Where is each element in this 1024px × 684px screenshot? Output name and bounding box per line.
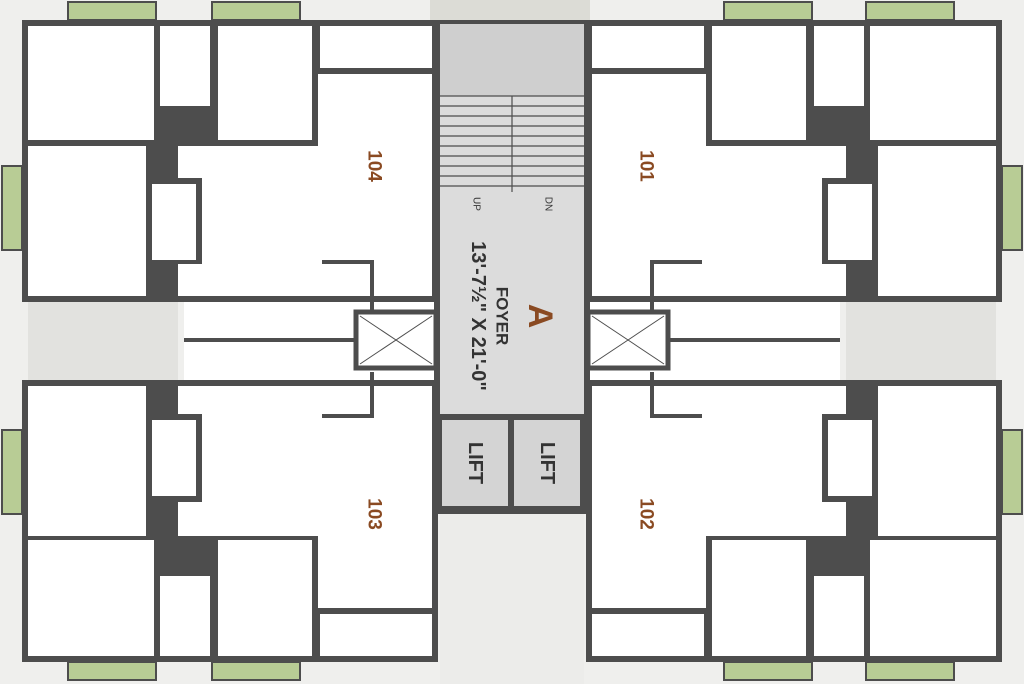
unit-101-bedroom-1 bbox=[870, 26, 996, 140]
unit-104-bedroom-2 bbox=[218, 26, 312, 140]
stair-shaft bbox=[440, 24, 584, 96]
left-duct bbox=[353, 309, 439, 371]
left-mid-wall-stub-bottom bbox=[322, 372, 374, 418]
unit-103-kitchen bbox=[320, 614, 432, 656]
unit-104-bath-3 bbox=[204, 200, 242, 258]
unit-103 bbox=[22, 380, 438, 662]
lift-1-shaft bbox=[442, 420, 508, 506]
balcony-bottom-4 bbox=[865, 661, 955, 681]
stair-down-label: DN bbox=[543, 197, 554, 211]
unit-103-bath-2-inner bbox=[152, 420, 196, 496]
unit-104-bath-2-inner bbox=[152, 184, 196, 260]
balcony-bottom-1 bbox=[67, 661, 157, 681]
unit-101-kitchen bbox=[592, 26, 704, 68]
unit-103-bedroom-1 bbox=[28, 540, 154, 656]
balcony-top-1 bbox=[67, 1, 157, 21]
stair-up-label: UP bbox=[471, 197, 482, 211]
wing-letter: A bbox=[521, 304, 559, 329]
unit-103-bath-3 bbox=[204, 424, 242, 482]
unit-102-bath-1 bbox=[814, 576, 864, 656]
unit-label-104: 104 bbox=[364, 150, 385, 182]
unit-101-living bbox=[592, 74, 706, 296]
balcony-left-1 bbox=[1, 165, 23, 251]
lift-2-label: LIFT bbox=[536, 442, 558, 484]
balcony-top-3 bbox=[723, 1, 813, 21]
left-mid-wall-stub-top bbox=[322, 260, 374, 310]
unit-102-kitchen bbox=[592, 614, 704, 656]
unit-104-living bbox=[318, 74, 432, 296]
stair-treads bbox=[440, 95, 584, 192]
unit-103-living bbox=[318, 386, 432, 608]
balcony-right-2 bbox=[1001, 429, 1023, 515]
unit-101-bedroom-3 bbox=[878, 146, 996, 296]
unit-102-living bbox=[592, 386, 706, 608]
balcony-bottom-2 bbox=[211, 661, 301, 681]
unit-104-bath-1 bbox=[160, 26, 210, 106]
unit-101 bbox=[586, 20, 1002, 302]
right-mid-wall-stub-top bbox=[650, 260, 702, 310]
left-side-shade bbox=[28, 300, 178, 380]
unit-label-102: 102 bbox=[636, 498, 657, 530]
unit-102-bedroom-1 bbox=[870, 540, 996, 656]
unit-103-bedroom-3 bbox=[28, 386, 146, 536]
unit-101-bath-2-inner bbox=[828, 184, 872, 260]
unit-103-bedroom-2 bbox=[218, 540, 312, 656]
unit-104-bedroom-3 bbox=[28, 146, 146, 296]
unit-label-101: 101 bbox=[636, 150, 657, 182]
balcony-bottom-3 bbox=[723, 661, 813, 681]
unit-104-bedroom-1 bbox=[28, 26, 154, 140]
foyer-name: FOYER bbox=[493, 287, 512, 346]
unit-104-kitchen bbox=[320, 26, 432, 68]
right-mid-wall-stub-bottom bbox=[650, 372, 702, 418]
unit-102-bath-2-inner bbox=[828, 420, 872, 496]
unit-102 bbox=[586, 380, 1002, 662]
balcony-top-4 bbox=[865, 1, 955, 21]
unit-103-bath-1 bbox=[160, 576, 210, 656]
top-terrace-shade bbox=[430, 0, 590, 22]
unit-102-bedroom-3 bbox=[878, 386, 996, 536]
unit-102-bath-3 bbox=[782, 424, 820, 482]
unit-102-bedroom-2 bbox=[712, 540, 806, 656]
bottom-entrance-shade bbox=[440, 512, 584, 684]
foyer-size: 13'-7½" X 21'-0" bbox=[467, 241, 489, 391]
lift-2-shaft bbox=[514, 420, 580, 506]
unit-label-103: 103 bbox=[364, 498, 385, 530]
balcony-left-2 bbox=[1, 429, 23, 515]
right-side-shade bbox=[846, 300, 996, 380]
unit-104 bbox=[22, 20, 438, 302]
lift-1-label: LIFT bbox=[464, 442, 486, 484]
unit-101-bedroom-2 bbox=[712, 26, 806, 140]
unit-101-bath-1 bbox=[814, 26, 864, 106]
balcony-right-1 bbox=[1001, 165, 1023, 251]
unit-101-bath-3 bbox=[782, 200, 820, 258]
balcony-top-2 bbox=[211, 1, 301, 21]
right-duct bbox=[585, 309, 671, 371]
